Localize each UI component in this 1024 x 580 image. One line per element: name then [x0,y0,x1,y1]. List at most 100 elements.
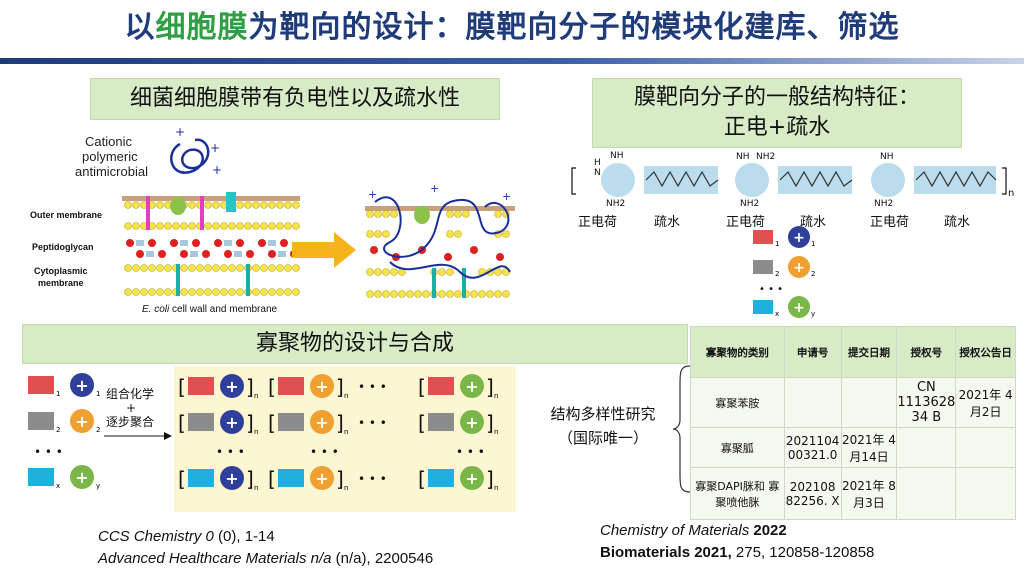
svg-text:• • •: • • • [310,445,339,459]
oligomer-row-3: [+]n [+]n • • • [+]n [178,466,498,492]
step1-label: 组合化学 [106,386,154,401]
svg-text:+: + [225,469,238,488]
cell: 2021年 4月14日 [840,427,898,468]
svg-text:+: + [225,377,238,396]
title-prefix: 以 [124,10,156,45]
cationic-label-2: polymeric [82,149,138,164]
svg-text:]: ] [336,375,344,399]
arrow-icon [292,232,356,268]
svg-text:[: [ [268,411,276,435]
svg-text:1: 1 [811,240,815,248]
atom-h1: H [594,158,601,168]
caption-rest: cell wall and membrane [169,304,277,315]
svg-text:n: n [344,392,348,400]
atom-nh2-2: NH2 [756,152,775,162]
citation-1: CCS Chemistry 0 (0), 1-14 [98,528,275,545]
svg-text:• • •: • • • [456,445,485,459]
citation-2: Advanced Healthcare Materials n/a (n/a),… [98,550,434,567]
col-header-grant-date: 授权公告日 [955,326,1016,378]
svg-text:2: 2 [96,426,100,434]
svg-text:• • •: • • • [358,472,387,486]
col-header-grant: 授权号 [896,326,957,378]
svg-text:+: + [126,401,136,415]
svg-text:]: ] [246,411,254,435]
svg-text:N: N [594,168,601,178]
svg-text:+: + [368,188,377,201]
bottom-header-box: 寡聚物的设计与合成 [22,324,688,364]
svg-text:2: 2 [811,270,815,278]
citation-4: Biomaterials 2021, 275, 120858-120858 [600,544,875,561]
synthesis-scheme: 1 +1 2 +2 • • • x +y 组合化学 + 逐步聚合 [+]n [+… [28,366,516,512]
page-title: 以细胞膜为靶向的设计：膜靶向分子的模块化建库、筛选 [0,0,1024,56]
study-line2: （国际唯一） [557,429,648,447]
cell: 2021年 8月3日 [840,467,898,520]
monomer-legend: 1 +1 2 +2 • • • x +y [753,226,815,318]
col-header-application: 申请号 [783,326,842,378]
svg-text:y: y [96,482,100,490]
cation-unit-1: H N NH NH2 [594,151,635,209]
label-positive-2: 正电荷 [726,215,765,230]
col-header-date: 提交日期 [840,326,898,378]
cell [896,427,957,468]
svg-text:[: [ [418,467,426,491]
svg-text:[: [ [268,375,276,399]
cell: 寡聚DAPI脒和 寡聚喷他脒 [690,467,785,520]
atom-nh2-1: NH2 [606,199,625,209]
cell: 202108 82256. X [783,467,842,520]
svg-text:+: + [465,377,478,396]
table-header-row: 寡聚物的类别 申请号 提交日期 授权号 授权公告日 [690,326,1016,378]
svg-text:]: ] [336,411,344,435]
study-label: 结构多样性研究 （国际唯一） [528,402,678,450]
atom-nh2-4: NH2 [874,199,893,209]
cell [955,427,1016,468]
svg-text:[: [ [178,467,186,491]
oligomer-row-1: [+]n [+]n • • • [+]n [178,374,498,400]
svg-text:+: + [210,141,220,155]
svg-text:[: [ [178,411,186,435]
citation-3: Chemistry of Materials 2022 [600,522,787,539]
svg-text:+: + [793,300,805,316]
svg-text:x: x [56,482,60,490]
svg-text:1: 1 [96,390,100,398]
svg-text:• • •: • • • [34,445,63,459]
svg-text:1: 1 [775,240,779,248]
svg-text:+: + [75,468,88,487]
svg-text:+: + [315,469,328,488]
svg-text:n: n [494,392,498,400]
svg-text:+: + [465,413,478,432]
label-hydrophobic-3: 疏水 [944,215,970,230]
left-header: 细菌细胞膜带有负电性以及疏水性 [129,86,460,111]
peptidoglycan-label: Peptidoglycan [32,242,94,252]
svg-text:y: y [811,310,815,318]
svg-text:+: + [75,412,88,431]
svg-text:]: ] [486,411,494,435]
svg-text:+: + [502,190,511,203]
cation-unit-2: NH NH2 NH2 [735,152,775,209]
svg-text:n: n [254,428,258,436]
svg-text:[: [ [268,467,276,491]
left-header-box: 细菌细胞膜带有负电性以及疏水性 [90,78,500,120]
svg-text:+: + [175,125,185,139]
title-suffix: 为靶向的设计：膜靶向分子的模块化建库、筛选 [248,10,900,45]
cell [955,467,1016,520]
table-row: 寡聚DAPI脒和 寡聚喷他脒 202108 82256. X 2021年 8月3… [690,467,1016,520]
atom-nh-3: NH [880,152,894,162]
cell [896,467,957,520]
outer-membrane-label: Outer membrane [30,210,102,220]
svg-text:x: x [775,310,779,318]
svg-text:1: 1 [56,390,60,398]
svg-text:n: n [254,484,258,492]
label-positive-3: 正电荷 [870,215,909,230]
svg-text:+: + [225,413,238,432]
svg-text:• • •: • • • [216,445,245,459]
svg-text:+: + [212,163,222,177]
label-hydrophobic-2: 疏水 [800,215,826,230]
cell: 寡聚苯胺 [690,377,785,428]
svg-text:+: + [465,469,478,488]
atom-nh-1: NH [610,151,624,161]
right-header-line1: 膜靶向分子的一般结构特征： [633,85,920,110]
membrane-left: E. coli cell wall and membrane [122,192,300,315]
cation-unit-3: NH NH2 [871,152,905,209]
structure-formula: H N NH NH2 NH NH2 NH2 NH NH2 n 正电荷 疏水 正电… [571,151,1014,230]
svg-text:H: H [594,158,601,168]
